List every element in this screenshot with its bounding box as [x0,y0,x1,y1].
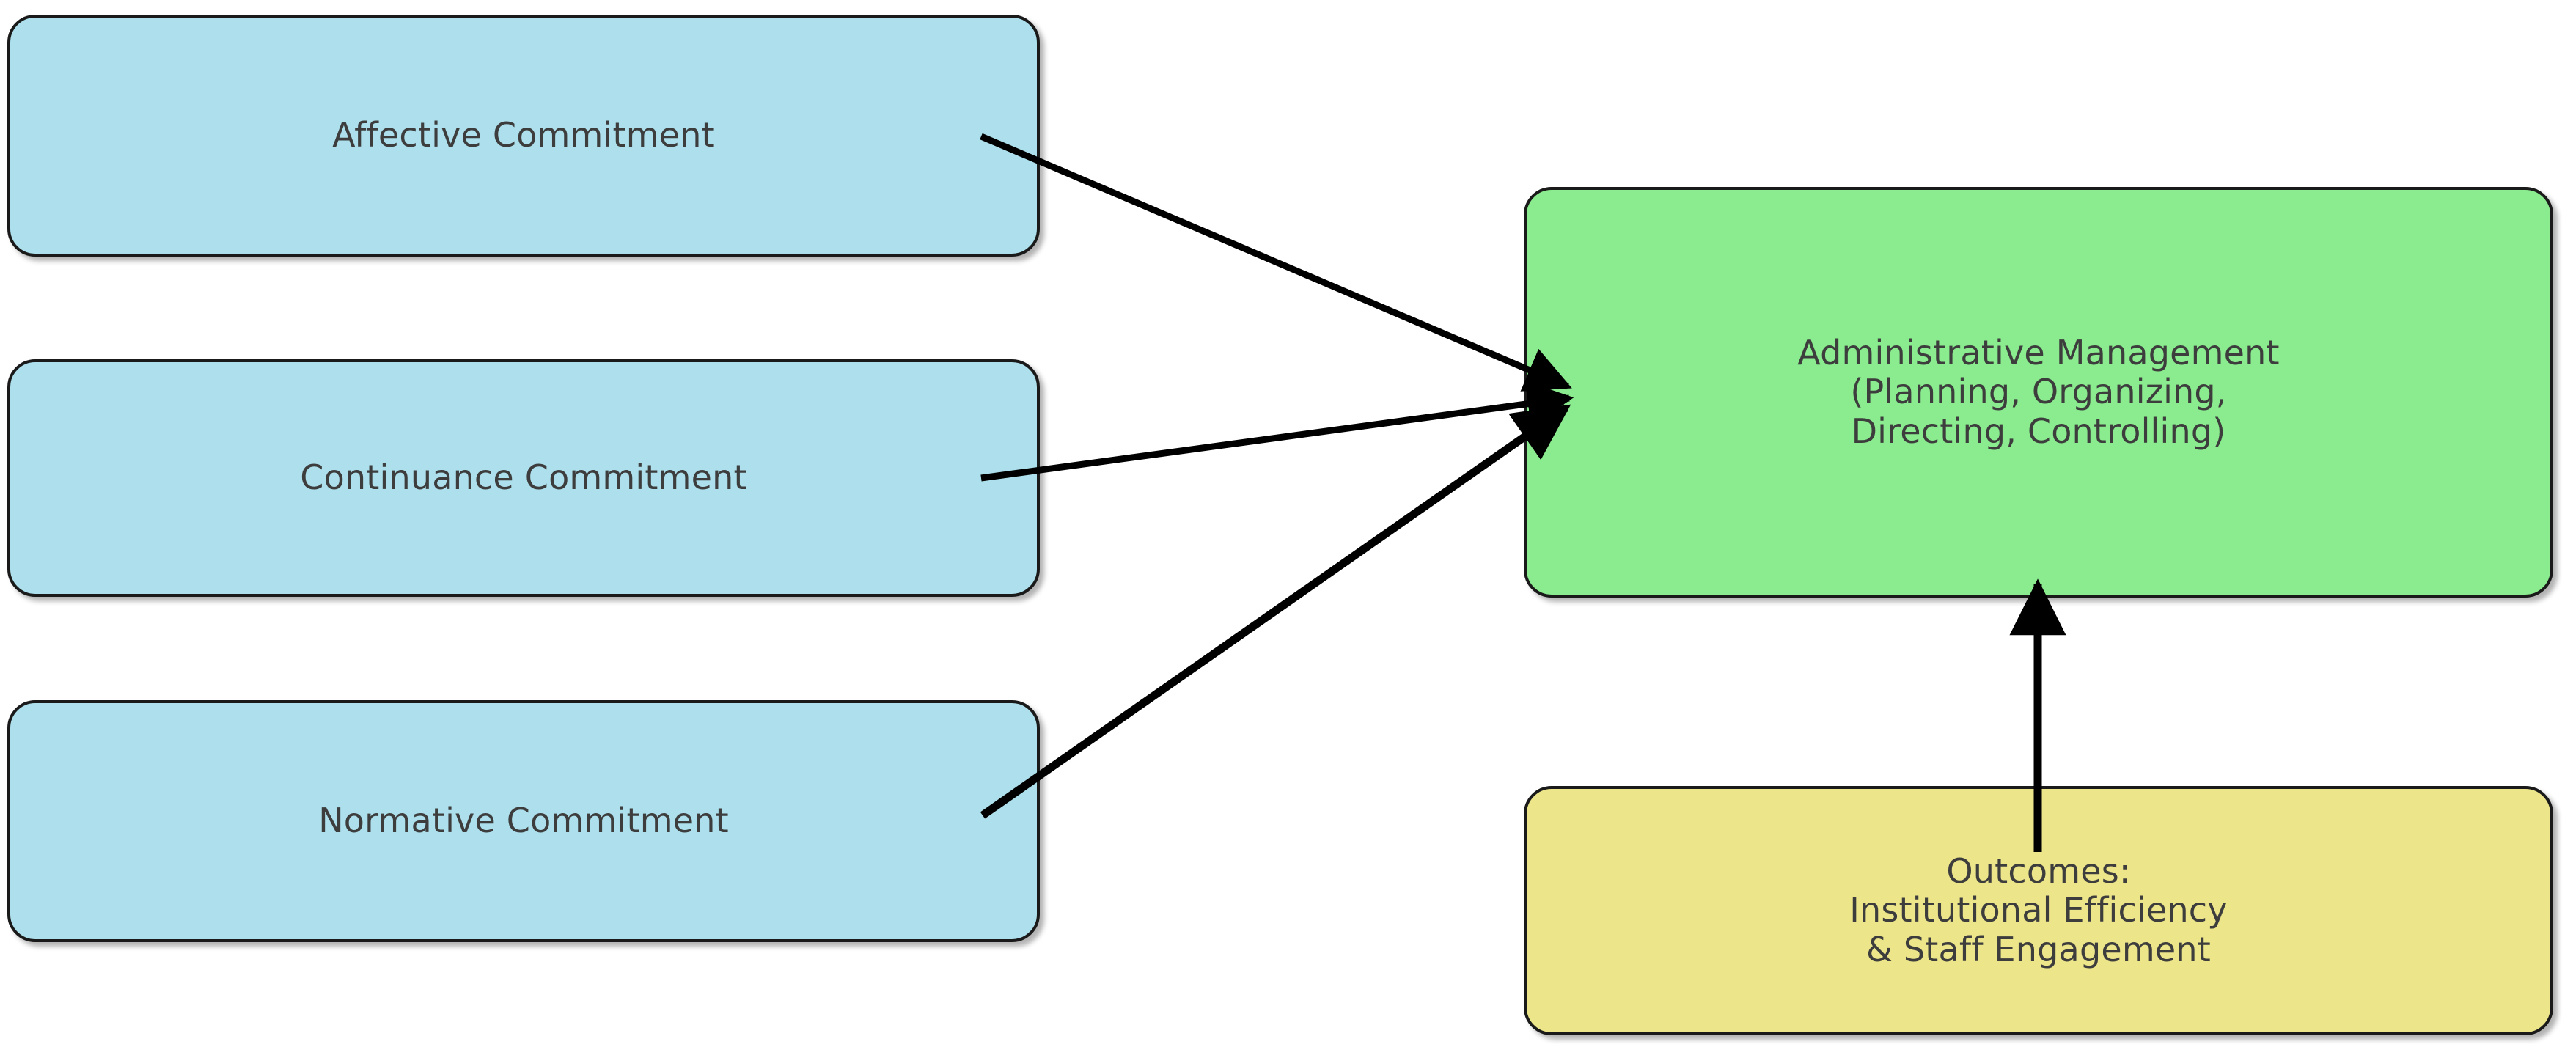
node-continuance-commitment[interactable]: Continuance Commitment [7,359,1040,597]
node-outcomes[interactable]: Outcomes: Institutional Efficiency & Sta… [1524,786,2553,1035]
node-outcomes-label: Outcomes: Institutional Efficiency & Sta… [1849,851,2228,969]
edge-continuance-to-admin [980,381,1574,482]
node-affective-commitment-label: Affective Commitment [332,115,715,155]
node-normative-commitment-label: Normative Commitment [318,801,729,841]
node-affective-commitment[interactable]: Affective Commitment [7,15,1040,257]
node-administrative-management[interactable]: Administrative Management (Planning, Org… [1524,187,2553,598]
edge-normative-to-admin [980,404,1571,819]
node-normative-commitment[interactable]: Normative Commitment [7,700,1040,942]
edge-affective-to-admin [980,133,1572,392]
node-continuance-commitment-label: Continuance Commitment [300,458,747,498]
node-administrative-management-label: Administrative Management (Planning, Org… [1797,332,2280,451]
